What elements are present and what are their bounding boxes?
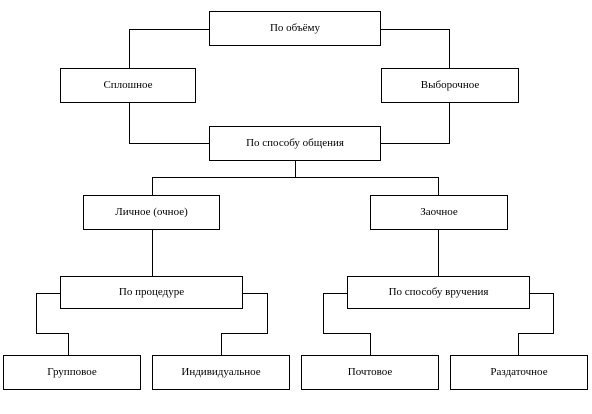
edge-comm-absentee bbox=[295, 177, 439, 195]
node-group: Групповое bbox=[3, 355, 141, 390]
node-handout: Раздаточное bbox=[450, 355, 588, 390]
edge-procedure-individual bbox=[221, 293, 268, 355]
node-label: Выборочное bbox=[420, 79, 480, 92]
edge-sample-comm bbox=[381, 103, 450, 144]
edge-volume-sample bbox=[381, 29, 450, 68]
node-label: По способу общения bbox=[246, 137, 344, 150]
node-absentee: Заочное bbox=[370, 195, 508, 230]
node-postal: Почтовое bbox=[301, 355, 439, 390]
node-label: Почтовое bbox=[347, 366, 393, 379]
node-label: По процедуре bbox=[118, 286, 185, 299]
node-by-delivery: По способу вручения bbox=[347, 276, 530, 309]
node-label: Личное (очное) bbox=[115, 206, 188, 219]
edge-comm-personal bbox=[152, 177, 296, 195]
node-by-volume: По объёму bbox=[209, 11, 381, 46]
node-sample: Выборочное bbox=[381, 68, 519, 103]
node-full: Сплошное bbox=[60, 68, 196, 103]
node-individual: Индивидуальное bbox=[152, 355, 290, 390]
node-personal: Личное (очное) bbox=[83, 195, 220, 230]
node-label: По объёму bbox=[269, 22, 321, 35]
edge-delivery-handout bbox=[518, 293, 554, 355]
edge-delivery-postal bbox=[323, 293, 371, 355]
edge-procedure-group bbox=[36, 293, 69, 355]
node-label: Заочное bbox=[420, 206, 458, 219]
node-by-communication: По способу общения bbox=[209, 126, 381, 161]
node-label: Индивидуальное bbox=[181, 366, 261, 379]
node-by-procedure: По процедуре bbox=[60, 276, 243, 309]
node-label: По способу вручения bbox=[388, 286, 489, 299]
node-label: Сплошное bbox=[103, 79, 153, 92]
edge-volume-full bbox=[129, 29, 210, 68]
node-label: Групповое bbox=[47, 366, 97, 379]
node-label: Раздаточное bbox=[490, 366, 548, 379]
edge-full-comm bbox=[129, 103, 210, 144]
